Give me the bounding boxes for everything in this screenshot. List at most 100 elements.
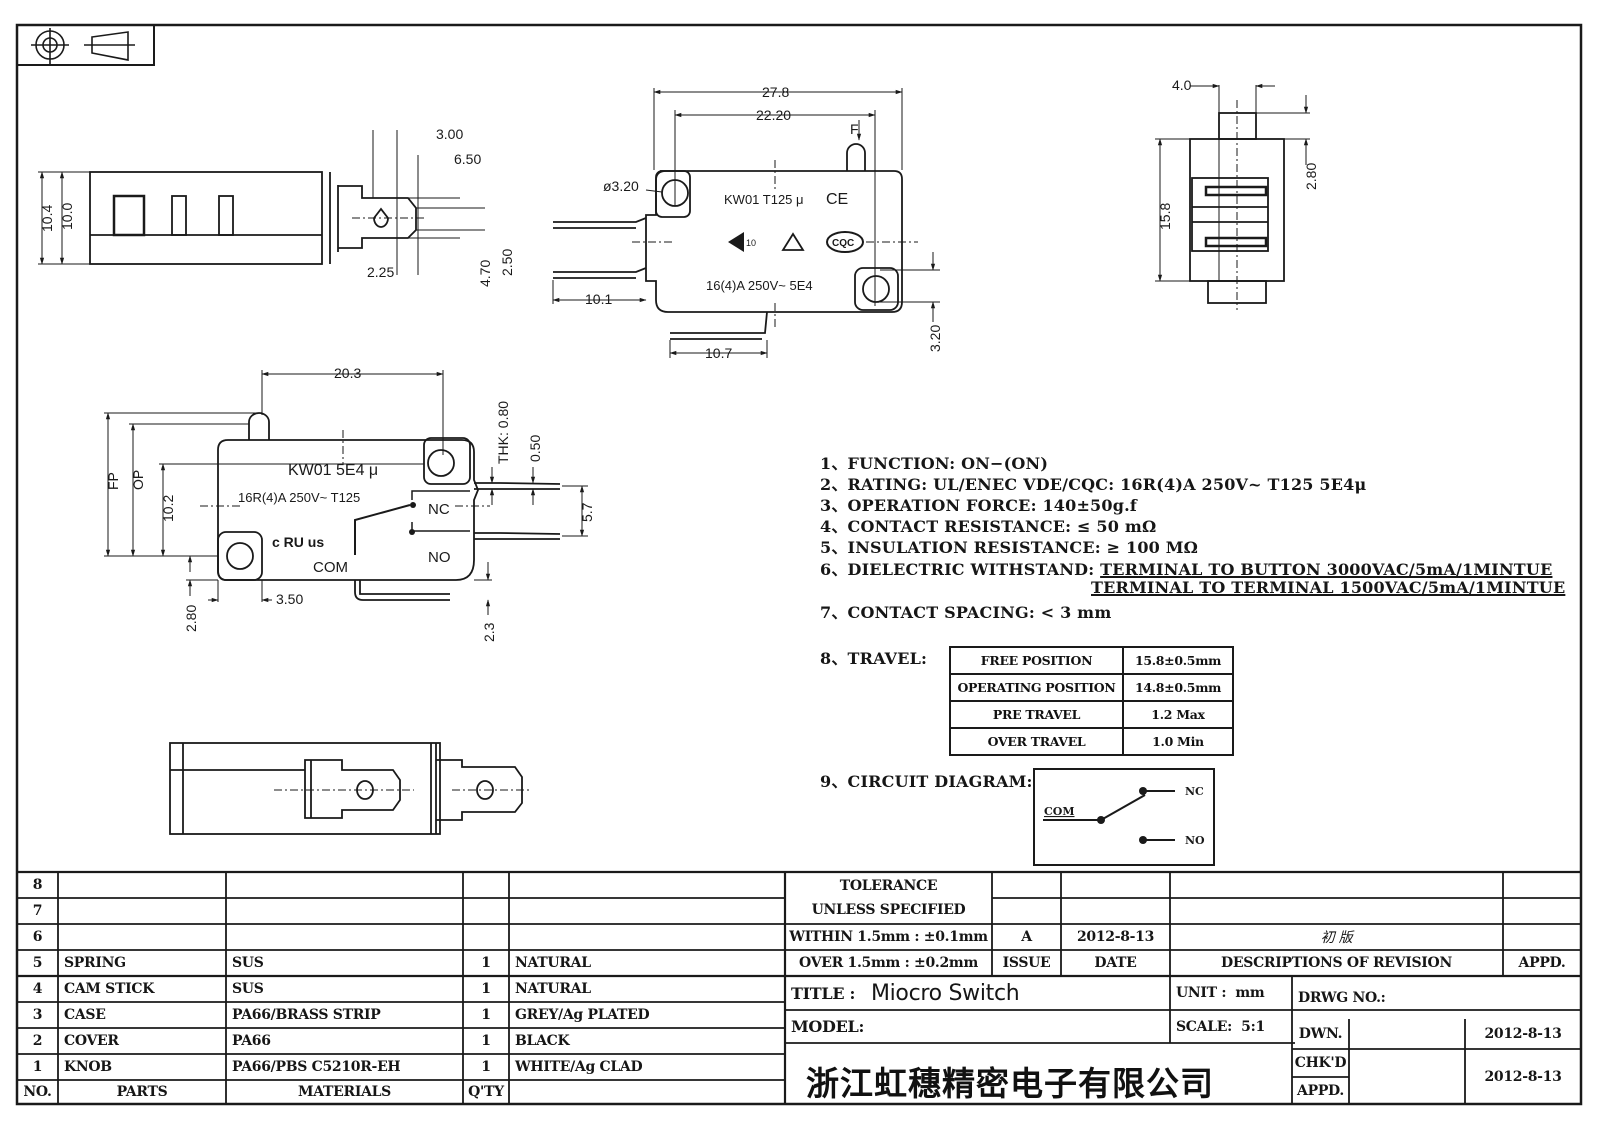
vde-triangle-mark-icon xyxy=(781,232,805,251)
circuit-no-label: NO xyxy=(1185,834,1205,847)
spec-function: 1、FUNCTION: ON−(ON) xyxy=(820,454,1049,473)
bom-cell-material xyxy=(226,872,463,898)
travel-table-grid xyxy=(949,646,1234,756)
dim-front-3-20: 3.20 xyxy=(927,325,943,352)
travel-row-name: FREE POSITION xyxy=(980,653,1093,668)
bom-cell-finish: NATURAL xyxy=(515,981,591,997)
revision-header-issue: ISSUE xyxy=(1002,955,1051,971)
bom-grid xyxy=(17,870,1581,1104)
dim-side-10-0: 10.0 xyxy=(59,203,75,230)
bottom-view xyxy=(169,742,530,835)
bom-cell-qty xyxy=(463,924,509,950)
side-view-dimensions xyxy=(38,130,485,275)
bom-cell-part: KNOB xyxy=(64,1059,112,1075)
spec-dielectric-line2: TERMINAL TO TERMINAL 1500VAC/5mA/1MINTUE xyxy=(1091,578,1566,597)
bom-cell-part xyxy=(58,924,226,950)
circuit-diagram xyxy=(1033,768,1215,866)
drawing-number-label: DRWG NO.: xyxy=(1298,990,1386,1006)
bom-cell-no: 6 xyxy=(32,929,43,945)
bom-cell-qty: 1 xyxy=(481,1007,491,1023)
circuit-diagram-label: 9、CIRCUIT DIAGRAM: xyxy=(820,772,1033,791)
dim-front-22-20: 22.20 xyxy=(756,107,791,123)
dim-top-2-80: 2.80 xyxy=(1303,163,1319,190)
circuit-no-node xyxy=(1139,836,1147,844)
travel-row-value: 15.8±0.5mm xyxy=(1134,653,1222,668)
bom-cell-material: SUS xyxy=(232,981,264,997)
spec-dielectric-line1: TERMINAL TO BUTTON 3000VAC/5mA/1MINTUE xyxy=(1100,560,1553,579)
model-label: MODEL: xyxy=(791,1017,865,1036)
bom-cell-part: CAM STICK xyxy=(64,981,155,997)
bom-cell-finish xyxy=(509,898,785,924)
dim-side-4-70: 4.70 xyxy=(477,260,493,287)
spec-contact-spacing: 7、CONTACT SPACING: < 3 mm xyxy=(820,603,1112,622)
travel-label: 8、TRAVEL: xyxy=(820,649,928,668)
bom-cell-no: 5 xyxy=(32,955,43,971)
bom-cell-qty: 1 xyxy=(481,955,491,971)
ul-mark-icon: c RU us xyxy=(272,534,324,550)
dim-op-2-80: 2.80 xyxy=(183,605,199,632)
bom-cell-part xyxy=(58,872,226,898)
dim-front-10-1: 10.1 xyxy=(585,291,612,307)
svg-text:10: 10 xyxy=(746,238,756,248)
circuit-com-label: COM xyxy=(1044,805,1075,818)
bom-cell-qty xyxy=(463,872,509,898)
front-rating-marking: 16(4)A 250V~ 5E4 xyxy=(706,278,813,293)
bom-cell-qty xyxy=(463,898,509,924)
top-view-dimensions xyxy=(1155,83,1310,282)
top-view xyxy=(1189,85,1285,310)
revision-date: 2012-8-13 xyxy=(1076,929,1155,945)
bom-cell-material: PA66/BRASS STRIP xyxy=(232,1007,381,1023)
bom-cell-qty: 1 xyxy=(481,1059,491,1075)
dim-op-thk: THK: 0.80 xyxy=(495,401,511,464)
spec-dielectric-withstand: 6、DIELECTRIC WITHSTAND: TERMINAL TO BUTT… xyxy=(820,556,1552,580)
svg-text:CQC: CQC xyxy=(832,238,854,249)
operating-view-dimensions xyxy=(104,370,588,615)
op-model-marking: KW01 5E4 μ xyxy=(288,462,378,479)
bom-cell-finish xyxy=(509,924,785,950)
dim-front-hole-dia: ø3.20 xyxy=(603,178,639,194)
bom-cell-no: 7 xyxy=(32,903,43,919)
unit-value: mm xyxy=(1235,985,1265,1001)
spec-dielectric-label: 6、DIELECTRIC WITHSTAND: xyxy=(820,560,1101,579)
revision-header-date: DATE xyxy=(1094,955,1137,971)
circuit-nc-label: NC xyxy=(1185,785,1204,798)
bom-cell-part: COVER xyxy=(64,1033,119,1049)
circuit-com-node xyxy=(1097,816,1105,824)
tolerance-over: OVER 1.5mm : ±0.2mm xyxy=(799,955,978,971)
bom-cell-no: 1 xyxy=(32,1059,43,1075)
bom-cell-finish: GREY/Ag PLATED xyxy=(515,1007,650,1023)
first-angle-projection-circle-icon xyxy=(31,28,69,64)
checked-label: CHK'D xyxy=(1294,1055,1347,1071)
drawn-label: DWN. xyxy=(1298,1026,1343,1042)
title-value: Miocro Switch xyxy=(870,980,1020,1006)
bom-cell-material: PA66/PBS C5210R-EH xyxy=(232,1059,401,1075)
spec-contact-resistance: 4、CONTACT RESISTANCE: ≤ 50 mΩ xyxy=(820,517,1157,536)
bom-cell-no: 4 xyxy=(32,981,43,997)
force-marker-f: F xyxy=(850,121,859,137)
bom-cell-finish xyxy=(509,872,785,898)
unit-field: UNIT : mm xyxy=(1170,976,1292,1010)
checked-date: 2012-8-13 xyxy=(1484,1068,1562,1085)
dim-side-2-25: 2.25 xyxy=(367,264,394,280)
bom-cell-material xyxy=(226,924,463,950)
title-label: TITLE : xyxy=(791,983,856,1003)
drawn-date: 2012-8-13 xyxy=(1484,1026,1562,1042)
company-name: 浙江虹穗精密电子有限公司 xyxy=(806,1064,1214,1103)
com-label: COM xyxy=(313,559,348,576)
unit-label: UNIT : xyxy=(1176,985,1227,1001)
travel-row-name: OPERATING POSITION xyxy=(957,680,1116,695)
nc-label: NC xyxy=(428,501,450,518)
side-view xyxy=(89,171,425,265)
title-field: TITLE : Miocro Switch xyxy=(785,976,1170,1010)
dim-op-5-7: 5.7 xyxy=(579,502,595,522)
bom-cell-part: SPRING xyxy=(64,955,126,971)
enec-mark-icon: 10 xyxy=(728,232,756,252)
tolerance-heading: TOLERANCE xyxy=(839,878,938,894)
dim-side-6-50: 6.50 xyxy=(454,151,481,167)
bom-cell-qty: 1 xyxy=(481,981,491,997)
dim-side-2-50: 2.50 xyxy=(499,249,515,276)
spec-operation-force: 3、OPERATION FORCE: 140±50g.f xyxy=(820,496,1137,515)
travel-row-name: PRE TRAVEL xyxy=(992,707,1081,722)
